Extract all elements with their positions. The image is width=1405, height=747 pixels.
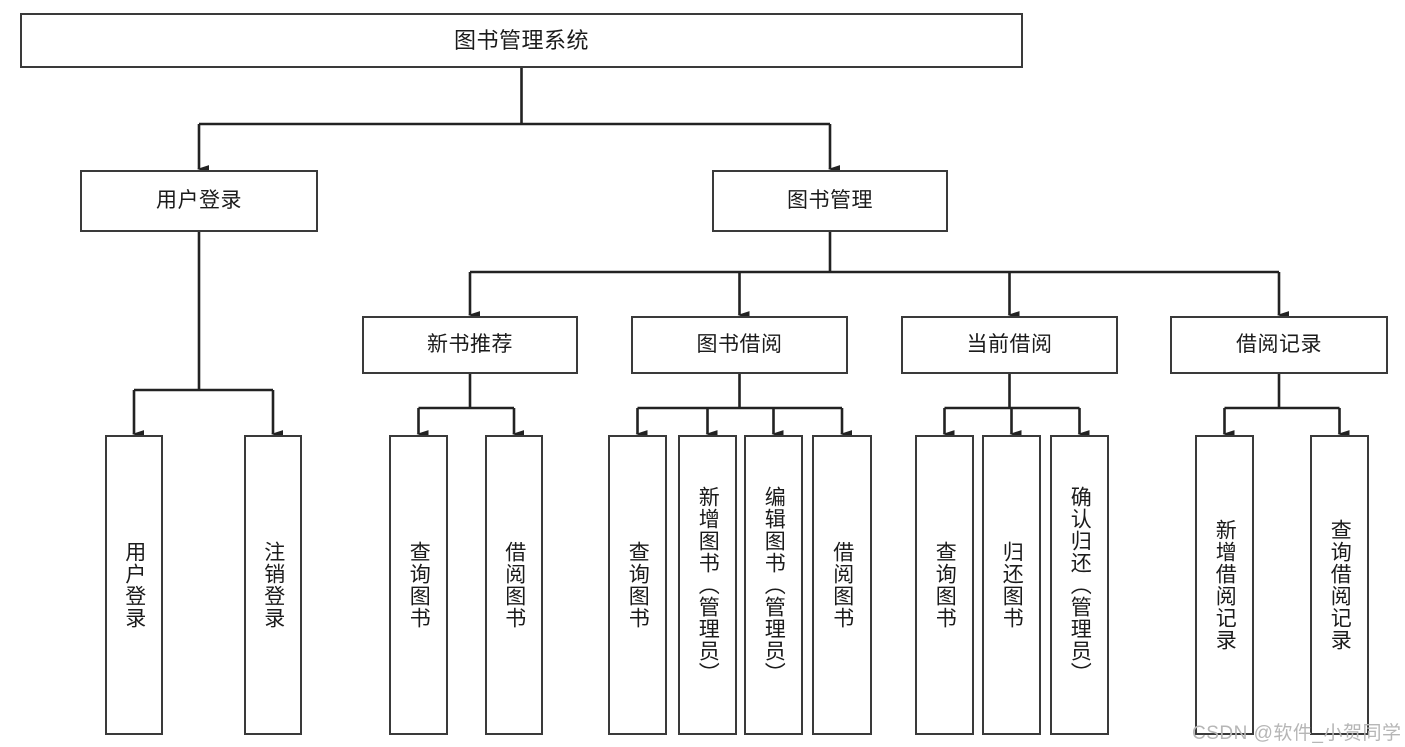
- node-label: 新增图书（管理员）: [696, 486, 720, 684]
- node-label: 新书推荐: [427, 332, 513, 356]
- leaf-借阅图书[interactable]: 借阅图书: [485, 435, 543, 735]
- node-用户登录[interactable]: 用户登录: [80, 170, 318, 232]
- node-label: 用户登录: [156, 188, 242, 212]
- leaf-新增借阅记录[interactable]: 新增借阅记录: [1195, 435, 1254, 735]
- node-label: 借阅图书: [830, 541, 854, 629]
- leaf-查询图书[interactable]: 查询图书: [389, 435, 448, 735]
- node-图书借阅[interactable]: 图书借阅: [631, 316, 848, 374]
- node-label: 查询图书: [626, 541, 650, 629]
- node-root-label: 图书管理系统: [453, 27, 589, 53]
- leaf-查询图书[interactable]: 查询图书: [915, 435, 974, 735]
- leaf-借阅图书[interactable]: 借阅图书: [812, 435, 872, 735]
- leaf-确认归还管理员[interactable]: 确认归还（管理员）: [1050, 435, 1109, 735]
- leaf-编辑图书管理员[interactable]: 编辑图书（管理员）: [744, 435, 803, 735]
- leaf-注销登录[interactable]: 注销登录: [244, 435, 302, 735]
- edges: [132, 68, 1350, 438]
- node-label: 注销登录: [261, 541, 285, 629]
- leaf-新增图书管理员[interactable]: 新增图书（管理员）: [678, 435, 737, 735]
- node-label: 借阅记录: [1236, 332, 1322, 356]
- node-当前借阅[interactable]: 当前借阅: [901, 316, 1118, 374]
- node-label: 归还图书: [1000, 541, 1024, 629]
- node-label: 查询图书: [933, 541, 957, 629]
- leaf-查询图书[interactable]: 查询图书: [608, 435, 667, 735]
- node-label: 新增借阅记录: [1213, 519, 1237, 651]
- node-label: 用户登录: [122, 541, 146, 629]
- node-新书推荐[interactable]: 新书推荐: [362, 316, 578, 374]
- node-label: 查询借阅记录: [1328, 519, 1352, 651]
- node-label: 借阅图书: [502, 541, 526, 629]
- node-label: 图书管理: [787, 188, 873, 212]
- node-label: 查询图书: [407, 541, 431, 629]
- leaf-归还图书[interactable]: 归还图书: [982, 435, 1041, 735]
- node-label: 图书借阅: [696, 332, 783, 356]
- node-label: 编辑图书（管理员）: [762, 486, 786, 684]
- node-label: 当前借阅: [966, 332, 1053, 356]
- node-root[interactable]: 图书管理系统: [20, 13, 1023, 68]
- leaf-用户登录[interactable]: 用户登录: [105, 435, 163, 735]
- node-图书管理[interactable]: 图书管理: [712, 170, 948, 232]
- node-借阅记录[interactable]: 借阅记录: [1170, 316, 1388, 374]
- node-label: 确认归还（管理员）: [1068, 486, 1092, 684]
- leaf-查询借阅记录[interactable]: 查询借阅记录: [1310, 435, 1369, 735]
